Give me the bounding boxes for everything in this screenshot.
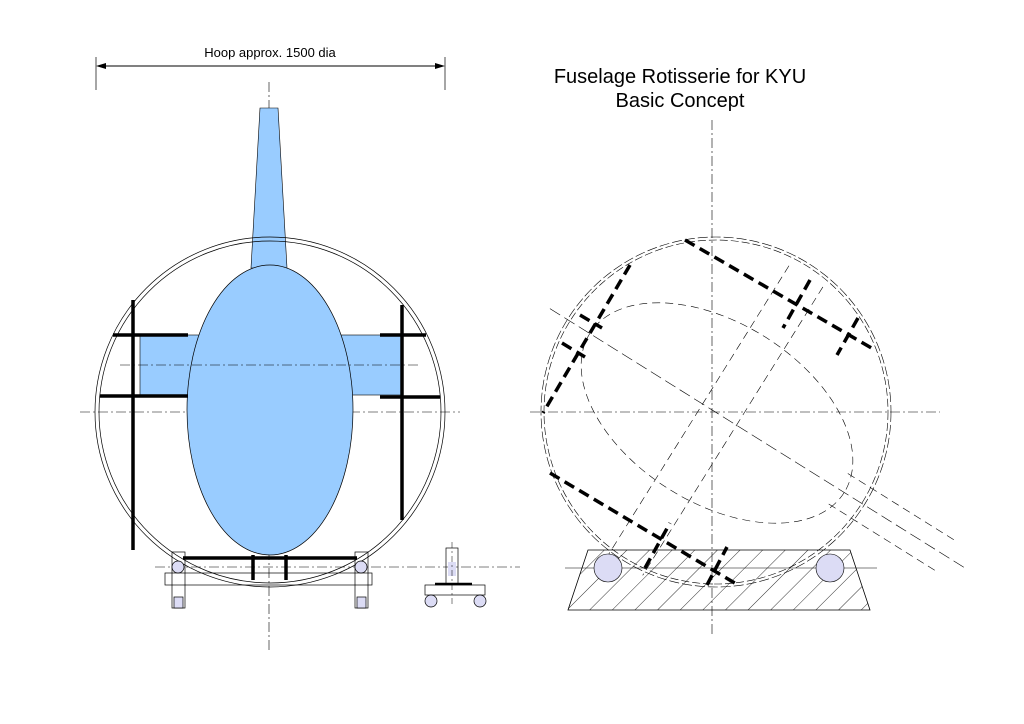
hoop-braces [100,300,440,580]
base-plate [164,572,373,586]
left-post [171,551,186,609]
title-line-1: Fuselage Rotisserie for KYU [554,66,806,88]
title-line-2: Basic Concept [616,90,745,112]
roller-right [815,553,845,583]
front-view [80,82,520,650]
trolley-side-view [424,542,487,608]
hoop-rotated [540,236,892,588]
dimension-label: Hoop approx. 1500 dia [204,45,336,60]
tail-fin [250,107,288,269]
right-post [354,551,369,609]
fuselage-outline-rotated [549,265,966,576]
rotated-view [530,120,966,635]
hoop-braces-rotated [541,238,876,587]
hoop-dimension: Hoop approx. 1500 dia [95,45,446,90]
hoop [94,236,446,588]
fuselage [186,264,354,556]
roller-left [593,553,623,583]
